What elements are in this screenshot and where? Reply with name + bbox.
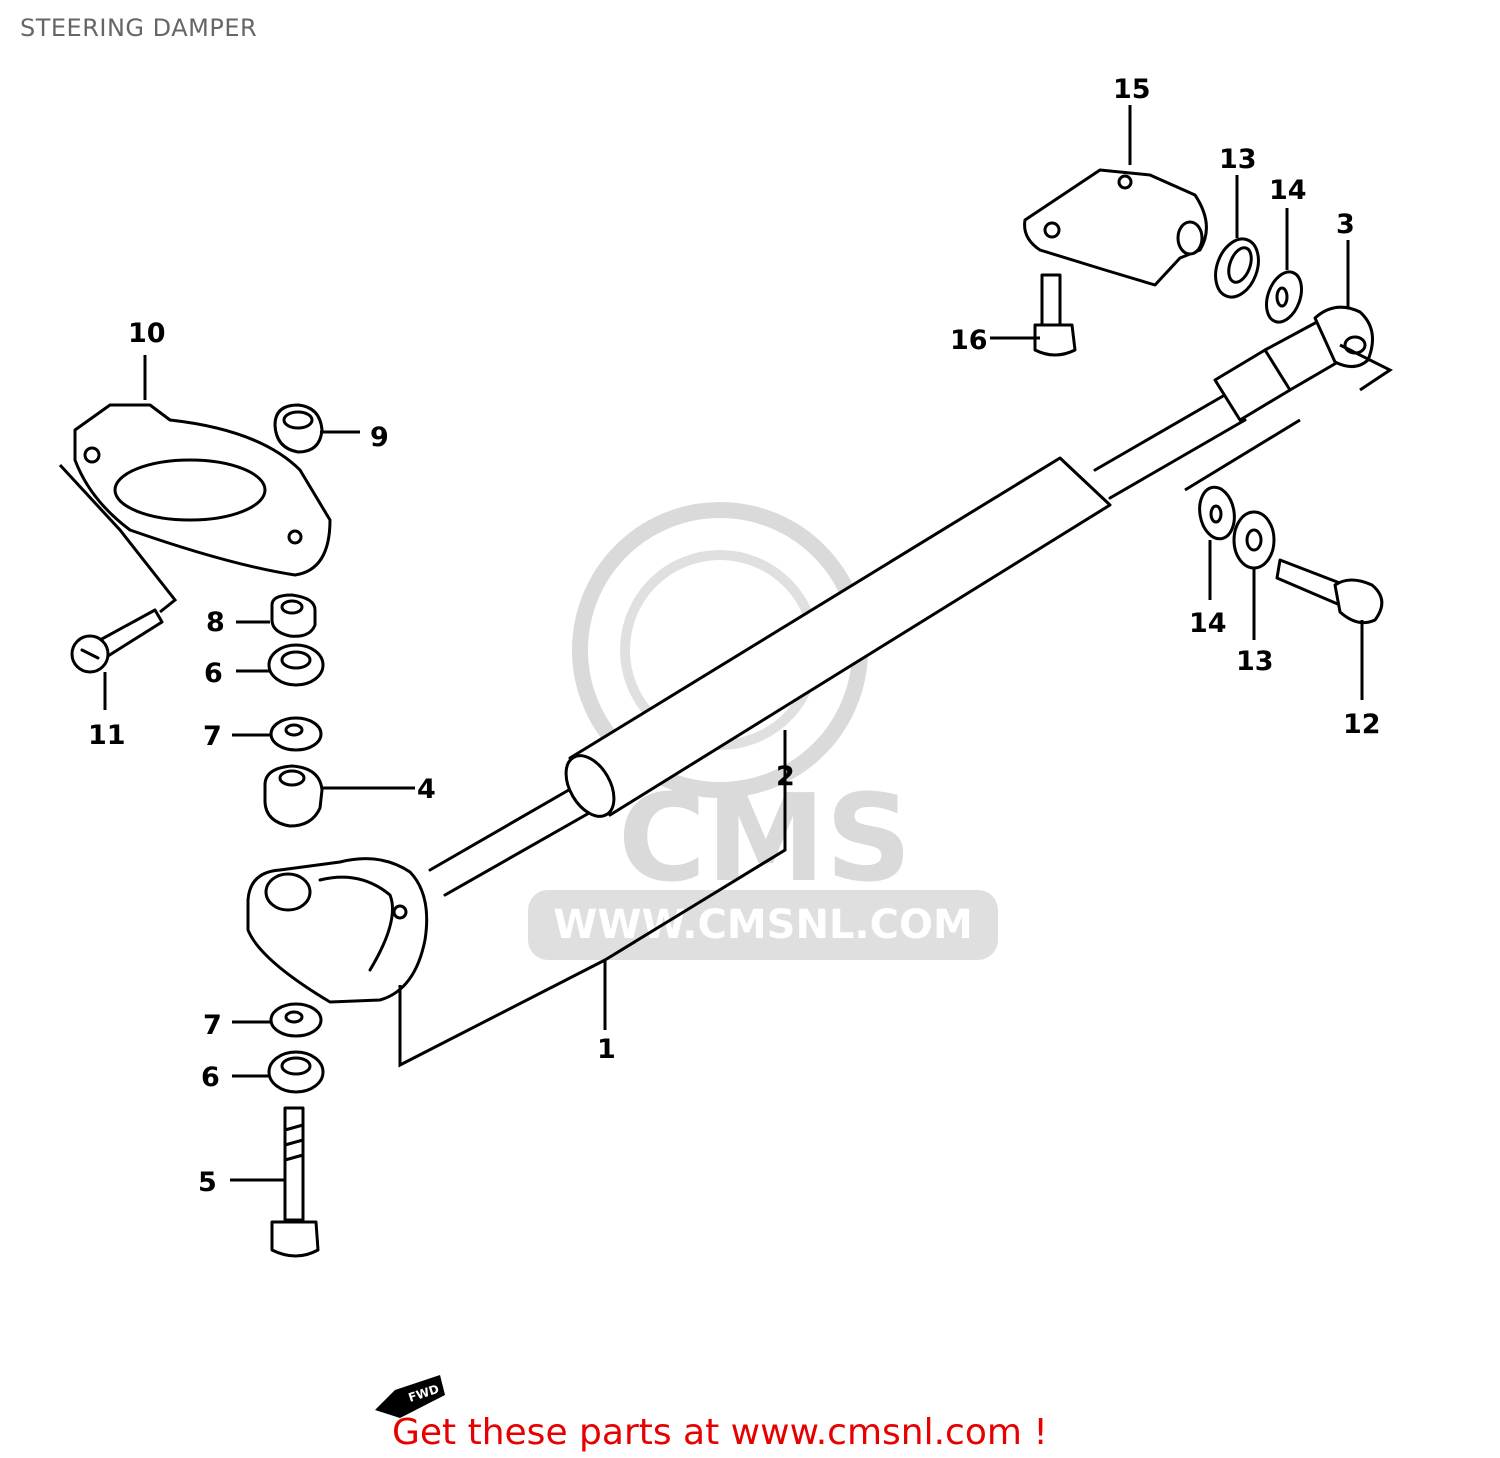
forward-arrow: FWD [375, 1375, 445, 1418]
bolt-5 [270, 1106, 320, 1258]
washer-14a [1265, 270, 1303, 324]
part-label-10: 10 [128, 318, 166, 349]
part-label-16: 16 [950, 325, 988, 356]
upper-rod-end [1313, 305, 1374, 368]
part-label-13a: 13 [1219, 144, 1257, 175]
page-title: STEERING DAMPER [20, 14, 258, 42]
watermark-logo: CMS WWW.CMSNL.COM [528, 502, 998, 960]
part-label-4: 4 [417, 774, 436, 805]
watermark-brand: CMS [618, 770, 912, 909]
washer-13b [1232, 510, 1276, 570]
bolt-11 [70, 608, 164, 674]
spacer-8 [270, 593, 317, 638]
nut-9 [273, 403, 324, 454]
part-label-6b: 6 [201, 1062, 220, 1093]
washer-14b [1198, 485, 1236, 541]
lower-clamp [246, 857, 429, 1004]
part-label-13b: 13 [1236, 646, 1274, 677]
part-label-12: 12 [1343, 709, 1381, 740]
bracket-10 [73, 403, 332, 577]
bolt-12 [1275, 558, 1384, 625]
part-label-7a: 7 [203, 721, 222, 752]
part-label-9: 9 [370, 422, 389, 453]
part-label-7b: 7 [203, 1010, 222, 1041]
bushing-4 [263, 764, 324, 828]
part-label-2: 2 [776, 761, 795, 792]
washer-13a [1214, 237, 1260, 299]
bracket-15 [1023, 168, 1208, 287]
damper-cylinder [428, 313, 1352, 897]
part-label-14b: 14 [1189, 608, 1227, 639]
watermark-url: WWW.CMSNL.COM [553, 902, 973, 948]
bolt-16 [1033, 273, 1077, 357]
washer-6b [267, 1050, 325, 1094]
part-label-3: 3 [1336, 209, 1355, 240]
washer-6a [267, 643, 325, 687]
washer-7b [269, 1002, 323, 1038]
part-label-6a: 6 [204, 658, 223, 689]
part-label-11: 11 [88, 720, 126, 751]
part-label-5: 5 [198, 1167, 217, 1198]
part-label-15: 15 [1113, 74, 1151, 105]
washer-7a [269, 716, 323, 752]
part-label-8: 8 [206, 607, 225, 638]
promo-link[interactable]: Get these parts at www.cmsnl.com ! [392, 1412, 1048, 1453]
part-label-1: 1 [597, 1034, 616, 1065]
part-label-14a: 14 [1269, 175, 1307, 206]
leader-lines [58, 105, 1393, 1182]
